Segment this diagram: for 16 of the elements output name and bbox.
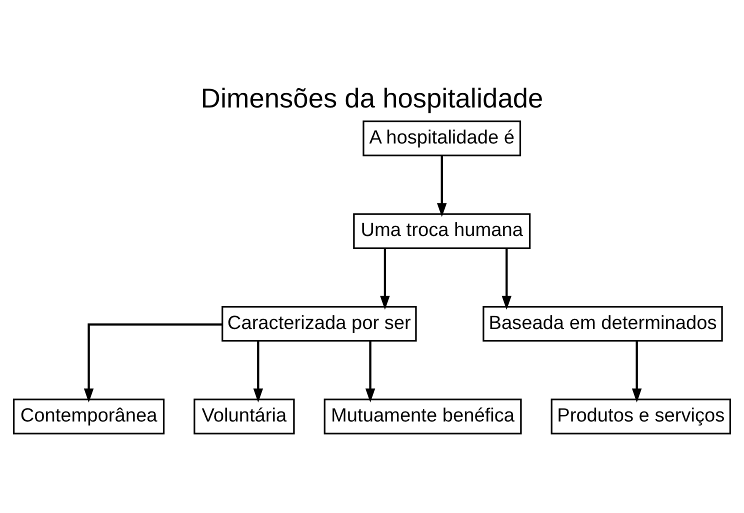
arrow [502,248,512,310]
diagram-title: Dimensões da hospitalidade [200,82,544,114]
node-box: Contemporânea [12,398,165,434]
node-box: Produtos e serviços [550,398,732,434]
node-box: Baseada em determinados [482,305,723,342]
arrow [380,248,390,310]
node-box: A hospitalidade é [362,120,522,156]
arrow [365,340,376,402]
node-box: Voluntária [194,398,295,434]
node-box: Mutuamente benéfica [324,398,522,434]
arrow [84,322,222,402]
node-box: Uma troca humana [353,212,531,248]
arrow [253,340,264,402]
arrow [632,340,642,402]
arrow [437,155,447,217]
node-box: Caracterizada por ser [222,305,417,342]
